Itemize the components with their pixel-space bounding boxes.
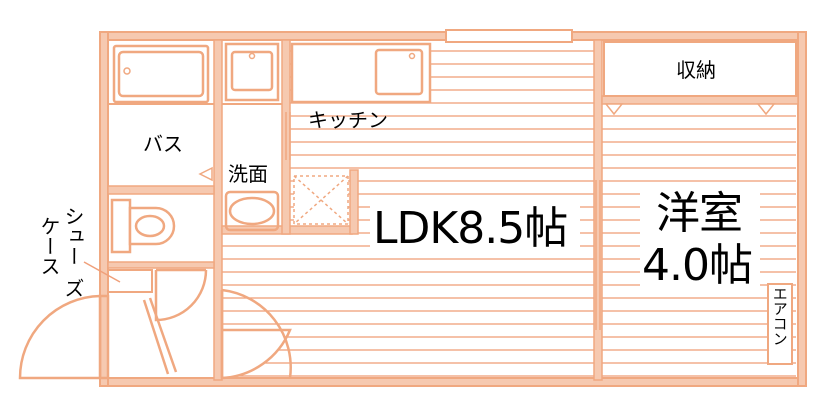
shoe-case-leader [83,261,121,283]
window [445,29,573,43]
storage-label: 収納 [676,58,716,82]
western-label-backdrop [640,190,760,294]
storage-door-markers [604,103,776,116]
storage-closet [603,41,797,97]
kitchen-counter [290,42,432,104]
kitchen-label: キッチン [308,108,388,132]
washroom-label: 洗面 [228,162,268,186]
ldk-door [220,288,292,380]
kitchen-partition [285,112,291,160]
western-room-size: 4.0帖 [642,240,753,291]
washing-machine-space [293,175,349,225]
toilet [110,198,176,254]
kitchen-sink [374,48,424,96]
shoe-case [107,269,153,293]
ldk-label: LDK8.5帖 [373,203,568,254]
toilet-door [154,268,208,322]
western-room-sliding-door [595,180,601,330]
hall-door [142,297,178,375]
bath-door-mark [198,166,213,182]
western-room-name: 洋室 [656,188,743,239]
ldk-label-backdrop [370,204,580,254]
washroom-sink [224,42,280,102]
aircon-label: エアコン [770,286,789,346]
entrance-door [18,294,110,380]
aircon-unit [767,283,793,365]
washbasin [224,190,280,232]
shoe-case-label-3: ケース [37,216,61,276]
bathtub [112,44,210,104]
bath-label: バス [143,132,183,156]
shoe-case-label-2: ズ [61,278,85,298]
shoe-case-label-1: シュー [61,206,85,266]
